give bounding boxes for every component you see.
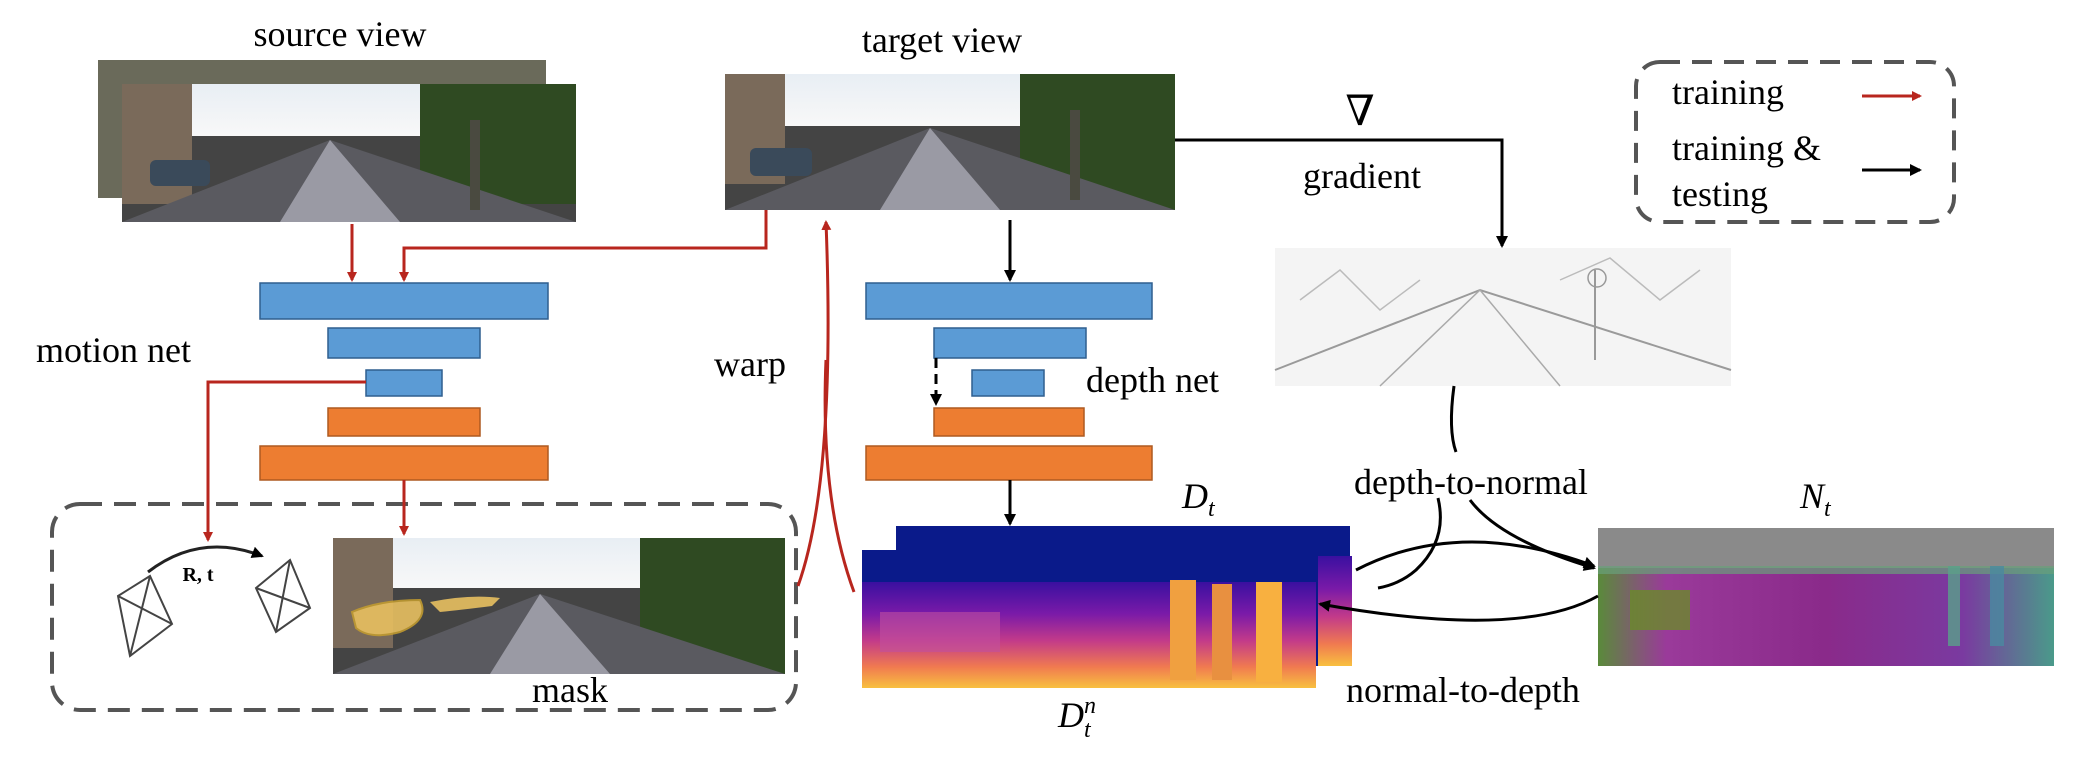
pose-mask-group-box [50,502,798,712]
motion-net-label: motion net [36,330,191,370]
warp-label: warp [714,344,786,384]
motion-decoder-block-2 [259,445,549,481]
motion-bottleneck-block [365,369,443,397]
legend-box [1634,60,1956,224]
source-view-label: source view [254,14,427,54]
depth-map-dtn [862,550,1316,688]
gradient-image [1274,248,1732,387]
motion-encoder-block-2 [327,327,481,359]
mask-image [333,538,785,674]
target-view-label: target view [862,20,1022,60]
legend-training-label: training [1672,72,1784,112]
pose-label: R, t [182,564,213,586]
normal-to-depth-label: normal-to-depth [1346,670,1580,710]
depth-decoder-block-1 [933,407,1085,437]
nt-label: Nt [1799,476,1832,522]
normal-map-nt [1598,528,2054,666]
depth-net-label: depth net [1086,360,1219,400]
depth-encoder-block-1 [865,282,1153,320]
target-view-image [725,74,1175,210]
training-arrows [203,210,856,593]
depth-encoder-block-2 [933,327,1087,359]
gradient-label: gradient [1303,156,1421,196]
camera-pose-icon [116,545,312,658]
motion-decoder-block-1 [327,407,481,437]
depth-decoder-block-2 [865,445,1153,481]
depth-to-normal-label: depth-to-normal [1354,462,1588,502]
depth-bottleneck-block [971,369,1045,397]
dt-label: Dt [1181,476,1216,522]
mask-label: mask [532,670,608,710]
source-view-image [98,60,576,222]
motion-encoder-block-1 [259,282,549,320]
train-test-arrows [930,138,1599,622]
gradient-symbol: ∇ [1345,89,1374,135]
legend-training-testing-label-1: training & [1672,128,1821,168]
legend-training-testing-label-2: testing [1672,174,1768,214]
